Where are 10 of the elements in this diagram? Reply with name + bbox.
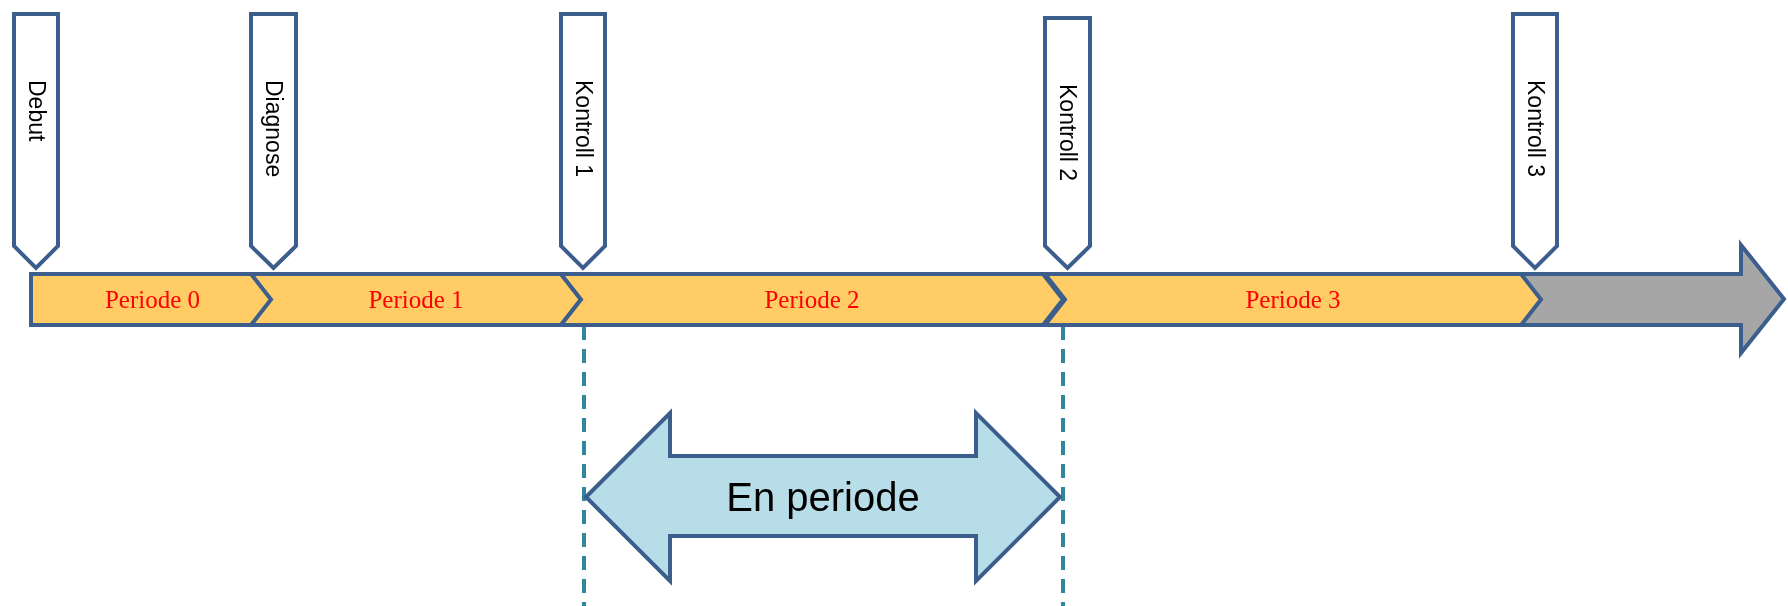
milestone-label: Kontroll 2	[1054, 84, 1081, 182]
milestone-label: Kontroll 1	[569, 80, 597, 178]
milestone-label: Debut	[22, 80, 50, 142]
period-length-label: En periode	[726, 474, 920, 520]
period-label: Periode 0	[104, 285, 201, 314]
period-label: Periode 3	[1245, 285, 1341, 314]
milestone-label: Kontroll 3	[1521, 80, 1549, 178]
period-label: Periode 1	[368, 285, 464, 314]
milestone-label: Diagnose	[260, 80, 287, 178]
period-label: Periode 2	[764, 285, 860, 314]
